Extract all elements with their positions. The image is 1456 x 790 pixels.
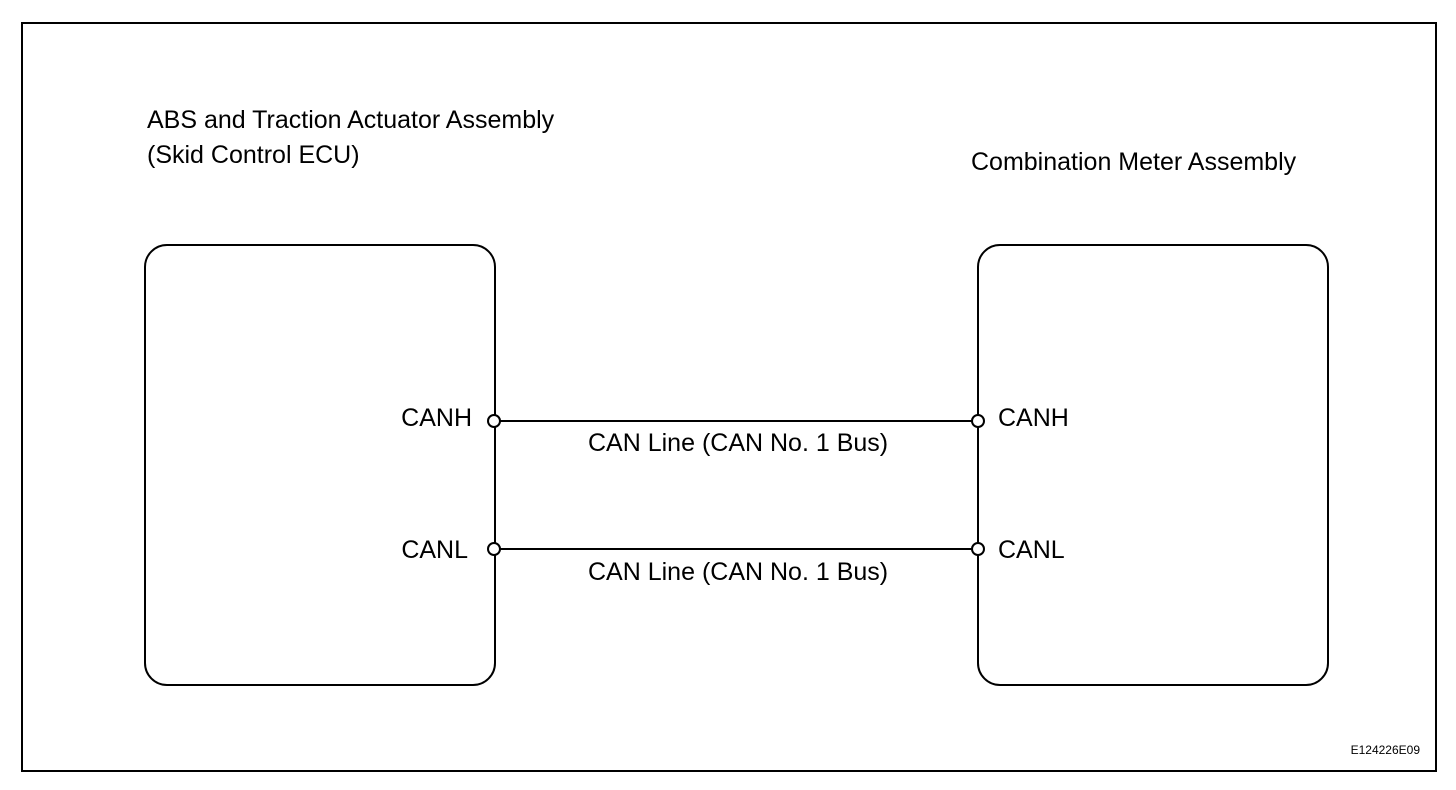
right-canh-label: CANH <box>998 404 1069 432</box>
right-ecu-title: Combination Meter Assembly <box>971 148 1297 176</box>
left-canh-terminal <box>487 414 501 428</box>
canl-line-label: CAN Line (CAN No. 1 Bus) <box>588 558 889 586</box>
left-canl-label: CANL <box>401 536 468 564</box>
left-canl-terminal <box>487 542 501 556</box>
canh-line-label: CAN Line (CAN No. 1 Bus) <box>588 429 889 457</box>
right-canh-terminal <box>971 414 985 428</box>
left-canh-label: CANH <box>401 404 472 432</box>
left-ecu-box <box>144 244 496 686</box>
right-ecu-box <box>977 244 1329 686</box>
diagram-frame <box>21 22 1437 772</box>
left-ecu-title-line1: ABS and Traction Actuator Assembly <box>147 106 555 134</box>
right-canl-terminal <box>971 542 985 556</box>
left-ecu-title-line2: (Skid Control ECU) <box>147 141 360 169</box>
right-canl-label: CANL <box>998 536 1065 564</box>
figure-code: E124226E09 <box>1350 743 1420 757</box>
